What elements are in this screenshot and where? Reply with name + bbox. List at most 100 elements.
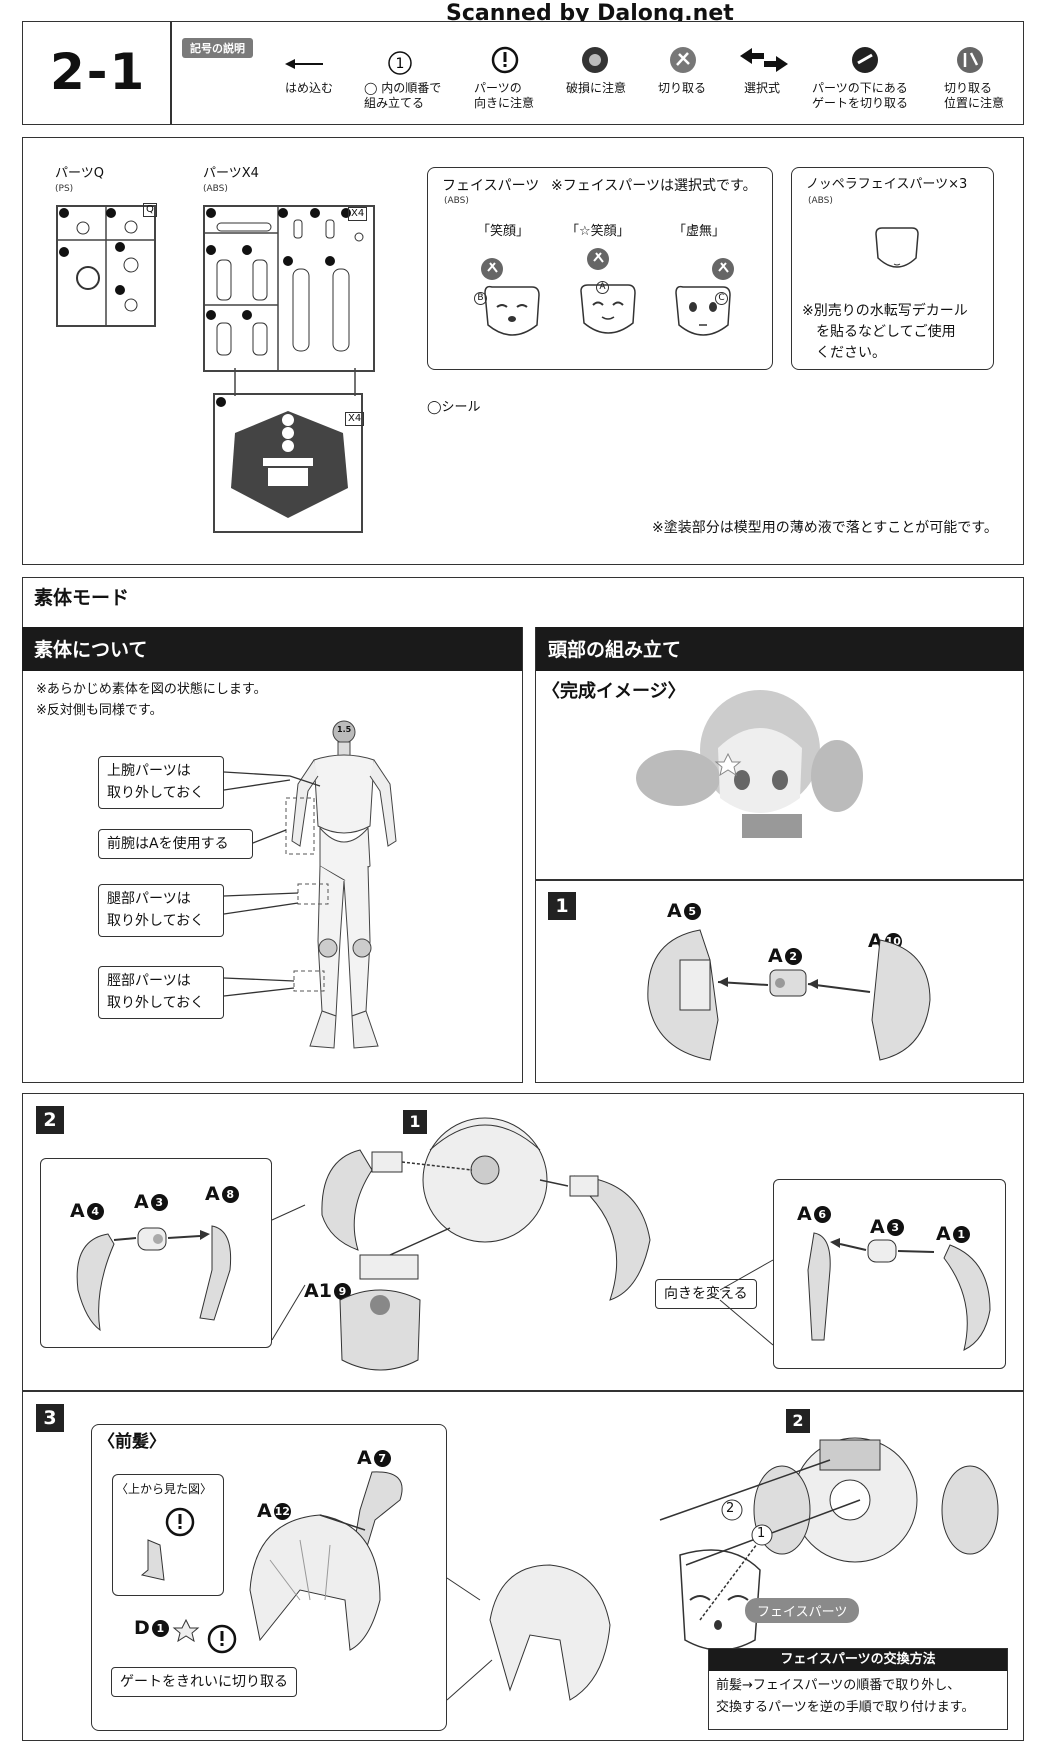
callout-upper-arm: 上腕パーツは 取り外しておく: [98, 756, 224, 809]
body-section-bar: 素体について: [22, 627, 522, 671]
cut-position-icon: [957, 47, 983, 73]
step2-label-a19-num: 9: [333, 1283, 351, 1300]
step3-label-d1-num: 1: [151, 1620, 169, 1637]
cut-icon: [670, 47, 696, 73]
face-name-3: 「虚無」: [673, 224, 726, 239]
legend-title: 記号の説明: [182, 38, 253, 58]
face-parts-note: ※フェイスパーツは選択式です。: [551, 178, 757, 194]
order-1: 1: [757, 1526, 766, 1541]
step3-label-a7-letter: A: [357, 1447, 372, 1469]
blank-face-icon: [875, 227, 919, 268]
blank-face-note-3: ください。: [816, 345, 886, 361]
seal-label: ◯シール: [427, 400, 481, 415]
step2-label-a8-num: 8: [221, 1186, 239, 1203]
legend-label-7a: パーツの下にある: [812, 81, 908, 95]
exchange-text-2: 交換するパーツを逆の手順で取り付けます。: [716, 1700, 975, 1715]
callout-shin-2: 取り外しておく: [107, 995, 205, 1012]
circle-number-icon: 1: [388, 51, 412, 75]
step2-diagram: [76, 1117, 991, 1371]
parts-x4-material: (ABS): [203, 184, 228, 194]
face-parts-title: フェイスパーツ: [442, 178, 540, 194]
runner-x4-tag: X4: [348, 207, 368, 221]
callout-forearm-1: 前腕はAを使用する: [107, 836, 229, 852]
body-note-1: ※あらかじめ素体を図の状態にします。: [36, 682, 267, 697]
callout-shin-1: 脛部パーツは: [107, 973, 191, 989]
blank-face-note-1: ※別売りの水転写デカール: [802, 303, 968, 319]
callout-thigh: 腿部パーツは 取り外しておく: [98, 884, 224, 937]
step2-label-a3-num: 3: [150, 1194, 168, 1211]
step3-number: 3: [36, 1404, 64, 1432]
body-note-2: ※反対側も同様です。: [36, 703, 163, 718]
step2-label-a3-letter: A: [134, 1191, 149, 1213]
exchange-title: フェイスパーツの交換方法: [709, 1649, 1007, 1671]
legend-label-7b: ゲートを切り取る: [812, 96, 909, 110]
legend-label-2b: 組み立てる: [364, 96, 425, 110]
step2-label-a19-letter: A1: [304, 1280, 332, 1302]
legend-label-5a: 切り取る: [658, 81, 707, 95]
face-star-smile: [580, 248, 636, 334]
step1-label-a2-num: 2: [784, 948, 802, 965]
callout-pointers: [223, 771, 321, 997]
bangs-title: 〈前髪〉: [98, 1432, 166, 1452]
gate-cut-icon: [852, 47, 878, 73]
callout-thigh-1: 腿部パーツは: [107, 891, 191, 907]
face-parts-material: (ABS): [444, 196, 469, 206]
body-head-divider: [522, 627, 536, 1083]
face-blank-expression: [675, 258, 734, 336]
blank-face-material: (ABS): [808, 196, 833, 206]
runner-x4: [203, 205, 375, 372]
preview-title: 〈完成イメージ〉: [542, 681, 686, 702]
step2-label-a1-letter: A: [936, 1223, 951, 1245]
preview-divider: [536, 879, 1024, 881]
step1-number: 1: [548, 892, 576, 920]
body-figure: [285, 720, 397, 1049]
legend-label-4a: 破損に注意: [566, 81, 627, 95]
face-name-2: 「☆笑顔」: [566, 224, 630, 239]
callout-upper-arm-2: 取り外しておく: [107, 785, 205, 802]
callout-thigh-2: 取り外しておく: [107, 913, 205, 930]
break-warning-icon: [582, 47, 608, 73]
top-view-title: 〈上から見た図〉: [116, 1482, 213, 1496]
page-number: 2-1: [50, 43, 147, 101]
top-view-inset: [112, 1474, 224, 1596]
runner-q: [56, 205, 156, 327]
step2-label-a6-letter: A: [797, 1203, 812, 1225]
face-letter-c: C: [715, 292, 728, 305]
step3-ref: 2: [786, 1409, 810, 1433]
step3-label-a7-num: 7: [373, 1450, 391, 1467]
step2-label-a4-num: 4: [86, 1203, 104, 1220]
step2-label-a1-num: 1: [952, 1226, 970, 1243]
step3-label-a12-num: 12: [273, 1503, 291, 1520]
step1-label-a2-letter: A: [768, 945, 783, 967]
step2-number: 2: [36, 1106, 64, 1134]
blank-face-note-2: を貼るなどしてご使用: [816, 324, 956, 340]
step2-label-a4-letter: A: [70, 1200, 85, 1222]
exclamation-icon: [491, 46, 519, 74]
parts-q-material: (PS): [55, 184, 74, 194]
step1-label-a5-num: 5: [683, 903, 701, 920]
seal-sheet-tag: X4: [345, 412, 365, 426]
head-preview: [636, 690, 863, 838]
step2-label-a8-letter: A: [205, 1183, 220, 1205]
blank-face-box: [791, 167, 994, 370]
head-size-tag: 1.5: [337, 725, 352, 734]
face-smile: [481, 258, 540, 336]
legend-label-1a: はめ込む: [285, 81, 334, 95]
paint-note: ※塗装部分は模型用の薄め液で落とすことが可能です。: [652, 520, 998, 536]
parts-x4-label: パーツX4: [203, 166, 259, 181]
parts-q-label: パーツQ: [55, 166, 104, 181]
step3-label-a12-letter: A: [257, 1500, 272, 1522]
seal-sheet: [213, 393, 363, 533]
step1-diagram: [647, 929, 931, 1061]
step2-label-a3b-num: 3: [886, 1219, 904, 1236]
